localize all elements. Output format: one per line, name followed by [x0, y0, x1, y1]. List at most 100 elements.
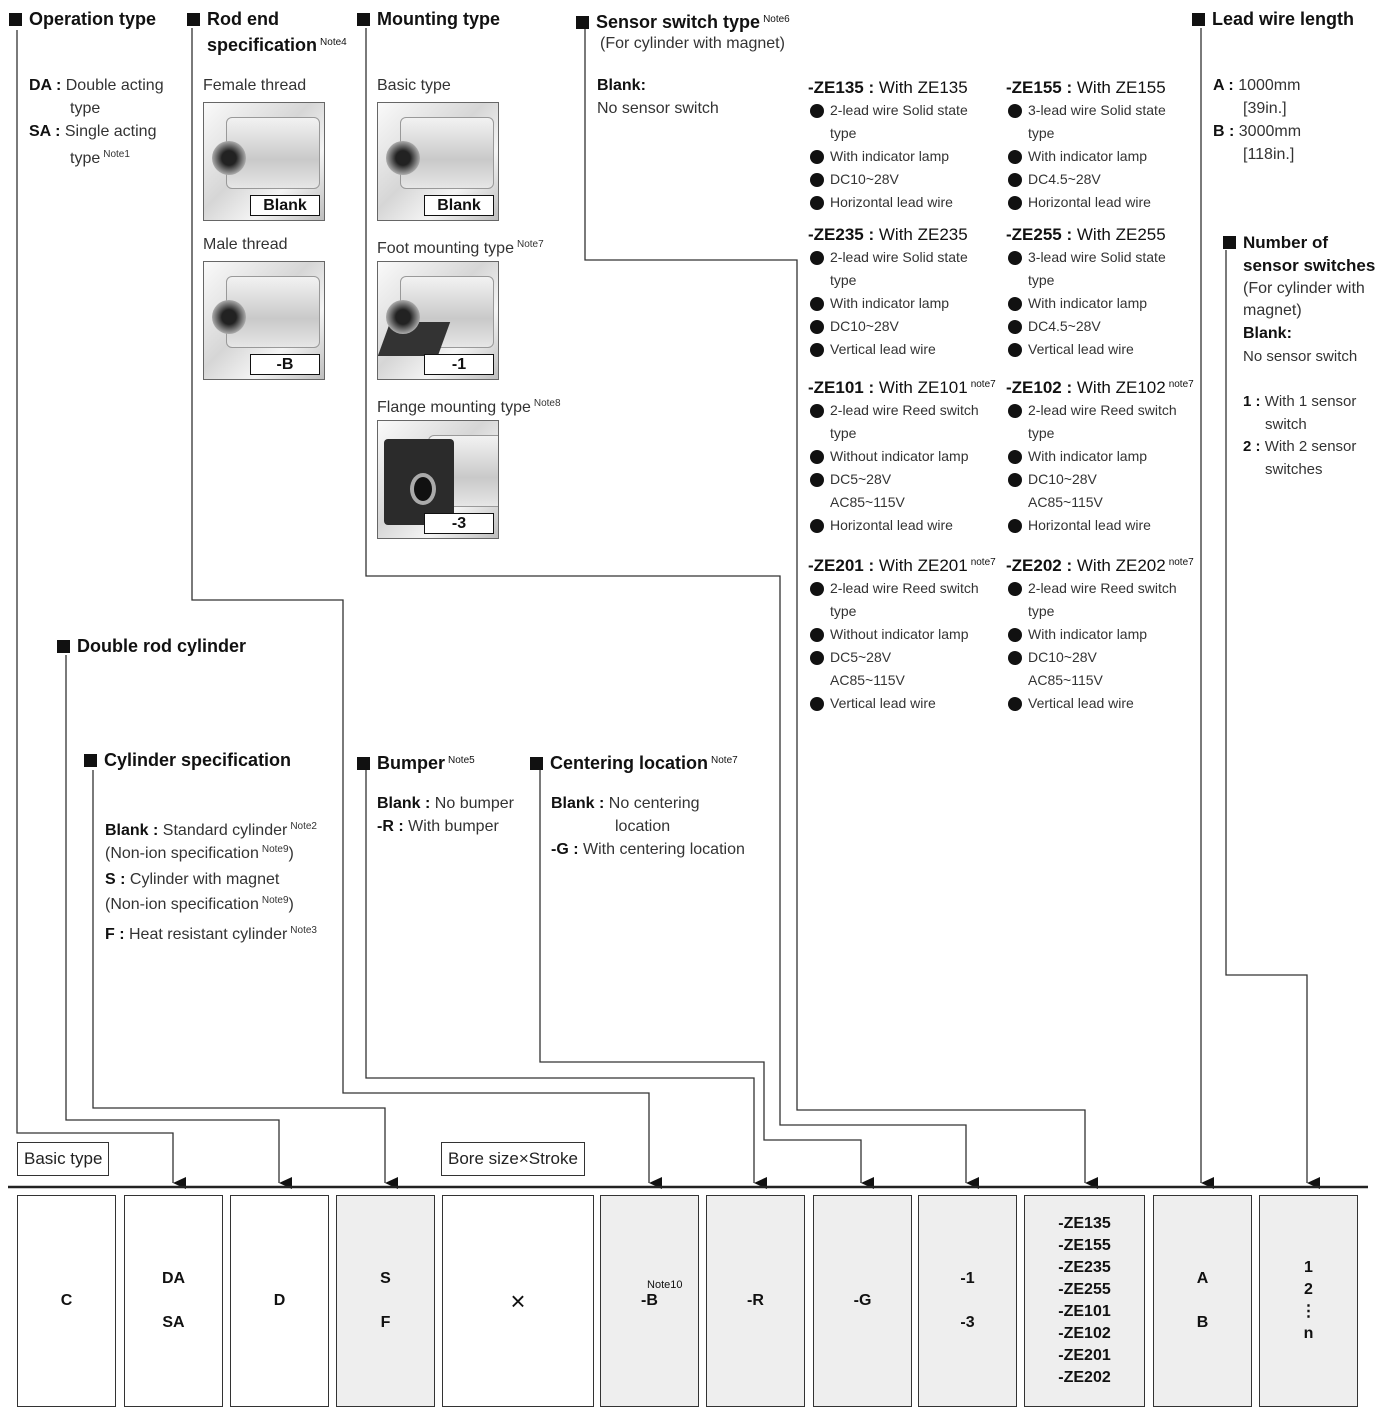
code-box-basic: C — [17, 1195, 116, 1407]
number-sub2: magnet) — [1243, 302, 1302, 319]
female-thread-label: Female thread — [203, 77, 307, 94]
square-bullet-icon — [84, 754, 97, 767]
number-blank-code: Blank: — [1243, 325, 1292, 342]
operation-da-cont: type — [70, 100, 101, 117]
code-box-operation: DA SA — [124, 1195, 223, 1407]
flange-mounting-tag: -3 — [424, 513, 494, 534]
line-double-rod — [65, 655, 292, 1189]
line-cyl-spec — [92, 770, 398, 1189]
bore-stroke-label-box: Bore size×Stroke — [441, 1142, 585, 1176]
lead-b-inch: [118in.] — [1243, 146, 1295, 163]
square-bullet-icon — [357, 757, 370, 770]
number-one-cont: switch — [1265, 416, 1307, 433]
centering-g: -G : With centering location — [551, 841, 745, 858]
sensor-switch-subtitle: (For cylinder with magnet) — [600, 35, 785, 52]
code-box-number: 1 2 ⋮ n — [1259, 1195, 1358, 1407]
line-number — [1225, 250, 1320, 1189]
bullet-dot-icon — [810, 651, 824, 665]
code-box-cyl-spec: S F — [336, 1195, 435, 1407]
bullet-dot-icon — [810, 320, 824, 334]
foot-mounting-tag: -1 — [424, 354, 494, 375]
operation-type-title: Operation type — [9, 8, 156, 31]
bullet-dot-icon — [1008, 651, 1022, 665]
basic-type-tag: Blank — [424, 195, 494, 216]
number-sub1: (For cylinder with — [1243, 280, 1365, 297]
bullet-dot-icon — [810, 450, 824, 464]
basic-type-label: Basic type — [377, 77, 451, 94]
male-thread-image: -B — [203, 261, 325, 380]
switch-ze155: -ZE155 : With ZE155 3-lead wire Solid st… — [1006, 78, 1166, 210]
lead-b: B : 3000mm — [1213, 123, 1302, 140]
centering-blank: Blank : No centering — [551, 795, 700, 812]
bullet-dot-icon — [1008, 150, 1022, 164]
square-bullet-icon — [530, 757, 543, 770]
bumper-blank: Blank : No bumper — [377, 795, 514, 812]
bullet-dot-icon — [1008, 450, 1022, 464]
code-box-bumper: -R — [706, 1195, 805, 1407]
code-box-double-rod: D — [230, 1195, 329, 1407]
square-bullet-icon — [9, 13, 22, 26]
lead-a-inch: [39in.] — [1243, 100, 1287, 117]
lead-wire-title: Lead wire length — [1192, 8, 1354, 31]
number-one: 1 : With 1 sensor — [1243, 393, 1357, 410]
bullet-dot-icon — [810, 297, 824, 311]
square-bullet-icon — [357, 13, 370, 26]
bullet-dot-icon — [1008, 628, 1022, 642]
bullet-dot-icon — [1008, 320, 1022, 334]
bullet-dot-icon — [810, 697, 824, 711]
square-bullet-icon — [57, 640, 70, 653]
mounting-type-title: Mounting type — [357, 8, 500, 31]
number-two-cont: switches — [1265, 461, 1323, 478]
bullet-dot-icon — [810, 150, 824, 164]
line-operation — [16, 30, 186, 1189]
switch-ze255: -ZE255 : With ZE255 3-lead wire Solid st… — [1006, 225, 1166, 357]
code-box-mounting: -1 -3 — [918, 1195, 1017, 1407]
cyl-spec-s: S : Cylinder with magnet — [105, 871, 280, 888]
bullet-dot-icon — [1008, 519, 1022, 533]
bullet-dot-icon — [1008, 251, 1022, 265]
cylinder-spec-title: Cylinder specification — [84, 749, 291, 772]
number-blank-text: No sensor switch — [1243, 348, 1358, 365]
sensor-blank-code: Blank: — [597, 77, 646, 94]
bullet-dot-icon — [1008, 343, 1022, 357]
bullet-dot-icon — [1008, 196, 1022, 210]
square-bullet-icon — [1223, 236, 1236, 249]
bullet-dot-icon — [1008, 173, 1022, 187]
code-box-lead: A B — [1153, 1195, 1252, 1407]
bullet-dot-icon — [1008, 473, 1022, 487]
bullet-dot-icon — [810, 196, 824, 210]
male-thread-label: Male thread — [203, 236, 288, 253]
bullet-dot-icon — [1008, 697, 1022, 711]
bullet-dot-icon — [810, 628, 824, 642]
code-box-bore-stroke: × — [442, 1195, 594, 1407]
operation-sa: SA : Single acting — [29, 123, 157, 140]
bullet-dot-icon — [810, 251, 824, 265]
bullet-dot-icon — [810, 582, 824, 596]
bumper-r: -R : With bumper — [377, 818, 499, 835]
code-box-sensor: -ZE135 -ZE155 -ZE235 -ZE255 -ZE101 -ZE10… — [1024, 1195, 1145, 1407]
switch-ze135: -ZE135 : With ZE135 2-lead wire Solid st… — [808, 78, 968, 210]
bullet-dot-icon — [810, 343, 824, 357]
centering-blank-cont: location — [615, 818, 671, 835]
bullet-dot-icon — [1008, 582, 1022, 596]
female-thread-tag: Blank — [250, 195, 320, 216]
male-thread-tag: -B — [250, 354, 320, 375]
bullet-dot-icon — [810, 104, 824, 118]
basic-type-label-box: Basic type — [17, 1142, 110, 1176]
